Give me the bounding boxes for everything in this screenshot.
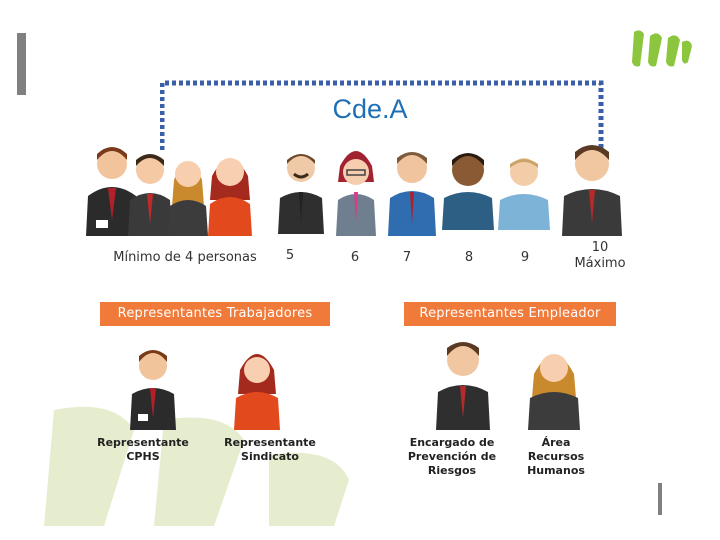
person-8 (440, 146, 496, 230)
employer-badge: Representantes Empleador (404, 302, 616, 326)
count-10-maximum: 10 Máximo (562, 240, 638, 272)
role-union-figure (232, 344, 282, 430)
role-risk-caption: Encargado de Prevención de Riesgos (398, 436, 506, 478)
role-hr-figure (526, 340, 582, 430)
right-accent-bar (658, 483, 662, 515)
count-6: 6 (345, 250, 365, 266)
count-8: 8 (459, 250, 479, 266)
role-risk-figure (434, 336, 492, 430)
person-9 (496, 150, 552, 230)
count-9: 9 (515, 250, 535, 266)
person-10 (560, 138, 624, 236)
watermark-logo (44, 400, 354, 528)
count-5: 5 (280, 248, 300, 264)
role-hr-caption: Área Recursos Humanos (510, 436, 602, 478)
brand-logo (630, 26, 694, 70)
left-accent-bar (17, 33, 26, 95)
diagram-title: Cde.A (300, 94, 440, 125)
role-cphs-caption: Representante CPHS (88, 436, 198, 464)
person-5 (276, 146, 326, 234)
person-group-minimum (84, 140, 260, 236)
person-7 (386, 144, 438, 236)
count-7: 7 (397, 250, 417, 266)
role-union-caption: Representante Sindicato (212, 436, 328, 464)
person-6 (332, 142, 380, 236)
role-cphs-figure (128, 344, 178, 430)
workers-badge: Representantes Trabajadores (100, 302, 330, 326)
minimum-label: Mínimo de 4 personas (100, 250, 270, 266)
